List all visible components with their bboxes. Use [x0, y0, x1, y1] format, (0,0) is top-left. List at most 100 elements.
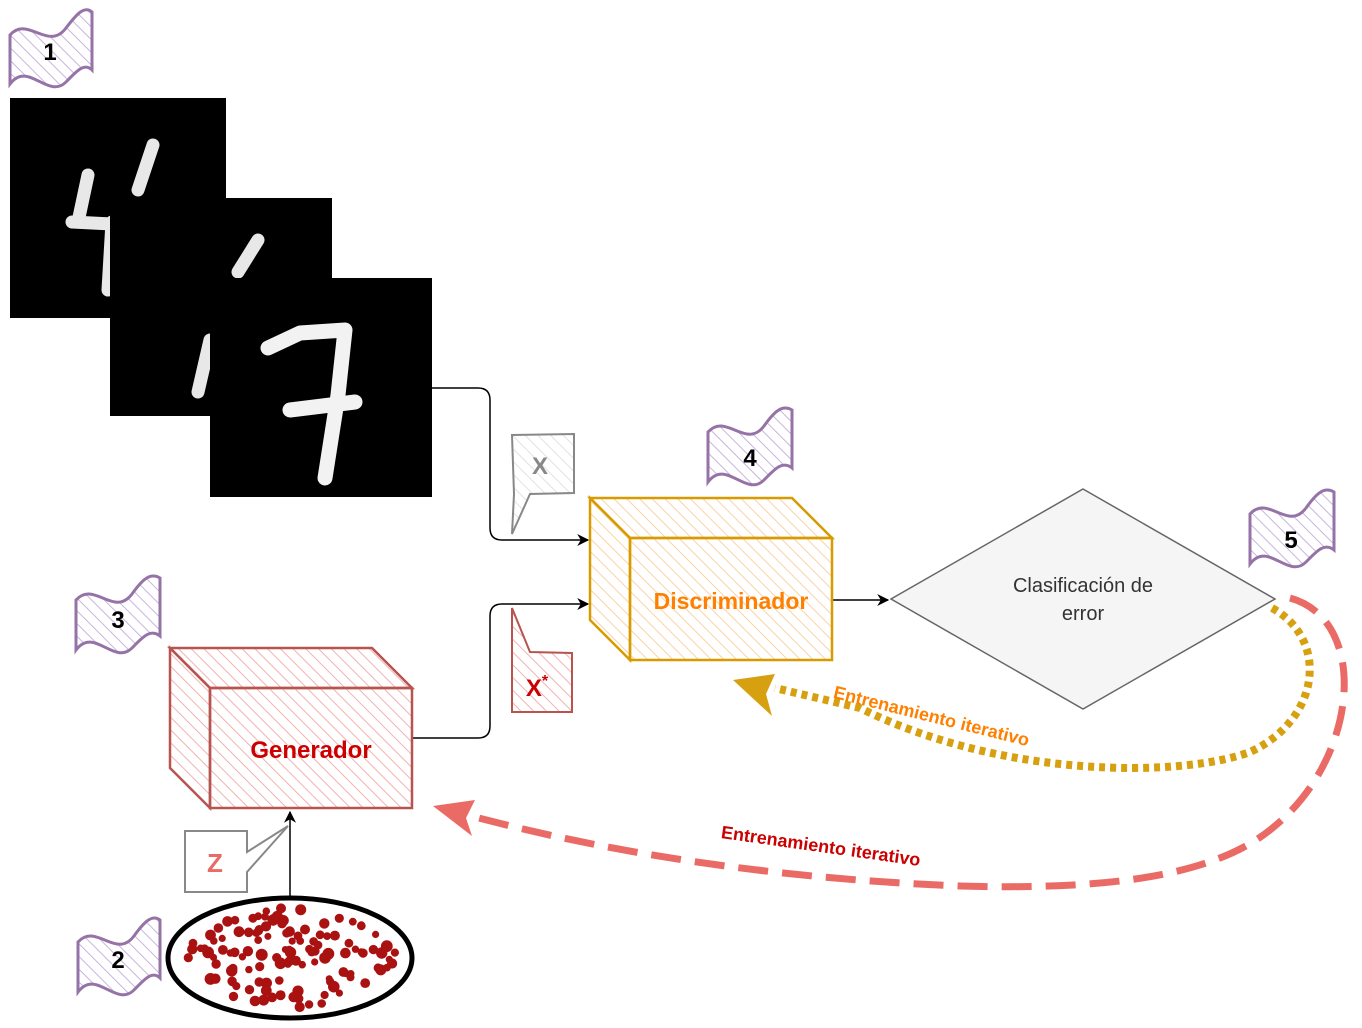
connectors	[284, 387, 890, 900]
noise-dot	[267, 992, 277, 1003]
noise-dot	[218, 945, 228, 955]
noise-dot	[328, 980, 340, 993]
noise-distribution	[165, 895, 415, 1021]
train-generator-loop	[433, 594, 1348, 891]
noise-dot	[294, 1001, 305, 1013]
step-3-label: 3	[111, 607, 124, 634]
noise-dot	[360, 978, 371, 988]
noise-dot	[288, 937, 296, 945]
noise-dot	[242, 946, 254, 957]
noise-dot	[319, 918, 330, 929]
noise-dot	[226, 965, 238, 977]
discriminator-node[interactable]: Discriminador	[586, 494, 836, 664]
noise-dot	[249, 995, 261, 1007]
step-flag-3: 3	[74, 574, 162, 655]
noise-dot	[300, 924, 310, 935]
train-generator-label: Entrenamiento iterativo	[720, 822, 922, 870]
noise-dot	[325, 975, 333, 983]
noise-dot	[204, 973, 217, 985]
noise-dot	[188, 938, 198, 948]
step-flag-5: 5	[1248, 488, 1336, 569]
noise-dot	[258, 994, 269, 1006]
noise-dot	[338, 967, 349, 977]
step-flag-2: 2	[76, 916, 162, 997]
callout-x-star: X*	[511, 607, 573, 713]
noise-dot	[277, 919, 287, 929]
discriminator-label: Discriminador	[654, 588, 809, 614]
noise-dot	[304, 1000, 314, 1009]
noise-dot	[315, 930, 325, 940]
noise-dot	[295, 904, 307, 916]
noise-dot	[372, 930, 380, 939]
noise-dot	[264, 932, 272, 940]
noise-dot	[310, 946, 320, 956]
step-flag-1: 1	[8, 8, 94, 89]
noise-dot	[385, 955, 393, 964]
noise-dot	[261, 912, 269, 921]
noise-dot	[317, 999, 327, 1008]
noise-dot	[228, 991, 239, 1002]
callout-z: Z	[184, 825, 289, 893]
noise-dot	[233, 926, 245, 938]
generator-label: Generador	[250, 737, 371, 764]
noise-dot	[245, 965, 253, 974]
callout-x-label: X	[532, 453, 548, 480]
noise-dot	[334, 913, 344, 923]
noise-dot	[288, 991, 299, 1003]
noise-dot	[230, 915, 240, 925]
digit-image-7	[210, 278, 432, 497]
step-flag-4: 4	[706, 406, 794, 487]
error-classification-node[interactable]: Clasificación de error	[889, 488, 1277, 710]
noise-dot	[351, 945, 360, 953]
callout-x-star-sup: *	[542, 673, 549, 690]
noise-dot	[368, 944, 379, 955]
noise-dot	[211, 959, 221, 969]
noise-dot	[376, 947, 388, 959]
train-discriminator-label: Entrenamiento iterativo	[831, 682, 1031, 750]
callout-z-label: Z	[207, 848, 223, 878]
noise-dot	[321, 953, 329, 961]
step-2-label: 2	[111, 947, 124, 974]
noise-dot	[254, 977, 264, 987]
noise-dot	[210, 937, 218, 945]
noise-dot	[356, 921, 366, 931]
generator-node[interactable]: Generador	[166, 644, 416, 812]
step-4-label: 4	[743, 445, 757, 472]
noise-dot	[275, 976, 284, 985]
noise-dot	[346, 973, 355, 982]
noise-dot	[260, 921, 272, 932]
callout-x-star-label: X*	[526, 673, 549, 702]
edge-images-to-discriminator	[432, 387, 590, 546]
noise-dot	[285, 945, 294, 955]
noise-dot	[248, 913, 258, 923]
callout-x: X	[510, 432, 575, 535]
noise-dots	[183, 903, 399, 1013]
noise-dot	[244, 985, 255, 995]
noise-dot	[383, 963, 391, 972]
step-1-label: 1	[43, 39, 56, 66]
step-5-label: 5	[1284, 527, 1297, 554]
digit-image-stack	[10, 98, 432, 497]
noise-dot	[311, 958, 319, 966]
noise-dot	[232, 982, 241, 991]
noise-dot	[274, 957, 287, 970]
noise-dot	[320, 990, 329, 1000]
noise-dot	[243, 927, 254, 938]
noise-dot	[340, 947, 351, 959]
noise-dot	[213, 923, 224, 933]
noise-dot	[323, 932, 331, 940]
noise-dot	[357, 948, 365, 956]
noise-dot	[183, 953, 193, 963]
noise-dot	[329, 930, 340, 941]
noise-dot	[255, 962, 265, 972]
edge-generator-to-discriminator	[412, 598, 590, 739]
noise-dot	[344, 938, 354, 948]
noise-dot	[255, 948, 268, 961]
noise-dot	[200, 944, 209, 953]
noise-dot	[282, 928, 292, 938]
noise-dot	[348, 917, 357, 926]
noise-dot	[209, 953, 218, 962]
noise-dot	[284, 956, 295, 967]
train-generator-arrowhead	[433, 800, 475, 836]
